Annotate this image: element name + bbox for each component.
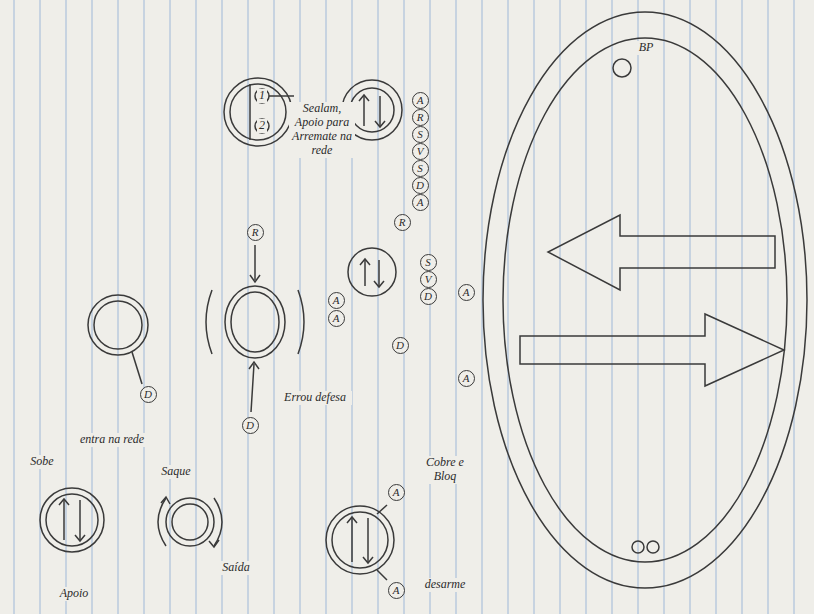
circled-letter: S	[420, 254, 437, 271]
node-text: S	[417, 129, 423, 140]
circled-letter: S	[412, 126, 429, 143]
handwritten-note: 1	[257, 89, 267, 103]
node-text: V	[425, 274, 432, 285]
circled-letter: V	[420, 271, 437, 288]
circled-letter: A	[388, 582, 405, 599]
handwritten-note: Sealam, Apoio para Arremate na rede	[289, 102, 355, 157]
circled-letter: A	[458, 284, 475, 301]
node-text: A	[417, 95, 424, 106]
node-text: D	[416, 180, 424, 191]
circled-letter: R	[247, 224, 264, 241]
node-text: A	[333, 295, 340, 306]
node-text: R	[399, 217, 406, 228]
circled-letter: D	[412, 177, 429, 194]
circled-letter: D	[140, 386, 157, 403]
circled-letter: A	[328, 292, 345, 309]
circled-letter: A	[412, 92, 429, 109]
handwritten-note: BP	[637, 41, 656, 55]
circled-letter: D	[420, 288, 437, 305]
node-text: A	[333, 313, 340, 324]
handwritten-note: 2	[257, 119, 267, 133]
node-text: S	[417, 163, 423, 174]
node-text: D	[144, 389, 152, 400]
node-text: R	[417, 112, 424, 123]
circled-letter: V	[412, 143, 429, 160]
circled-letter: D	[242, 417, 259, 434]
circled-letter: R	[412, 109, 429, 126]
node-text: S	[425, 257, 431, 268]
node-text: A	[417, 197, 424, 208]
node-text: A	[463, 287, 470, 298]
handwritten-note: Saque	[159, 465, 192, 479]
circled-letter: A	[458, 370, 475, 387]
circled-letter: S	[412, 160, 429, 177]
node-text: A	[463, 373, 470, 384]
circled-letter: A	[328, 310, 345, 327]
handwritten-note: entra na rede	[70, 433, 154, 447]
handwritten-note: Apoio	[58, 587, 91, 601]
handwritten-note: Cobre e Bloq	[413, 456, 477, 484]
node-text: D	[246, 420, 254, 431]
handwritten-note: Sobe	[28, 455, 55, 469]
handwritten-note: Saída	[220, 561, 251, 575]
node-text: D	[424, 291, 432, 302]
handwritten-note: Errou defesa	[278, 391, 352, 405]
node-text: D	[396, 340, 404, 351]
circled-letter: D	[392, 337, 409, 354]
circled-letter: R	[394, 214, 411, 231]
node-text: R	[252, 227, 259, 238]
node-text: A	[393, 487, 400, 498]
node-text: V	[417, 146, 424, 157]
circled-letter: A	[412, 194, 429, 211]
handwritten-note: desarme	[423, 578, 468, 592]
node-text: A	[393, 585, 400, 596]
circled-letter: A	[388, 484, 405, 501]
